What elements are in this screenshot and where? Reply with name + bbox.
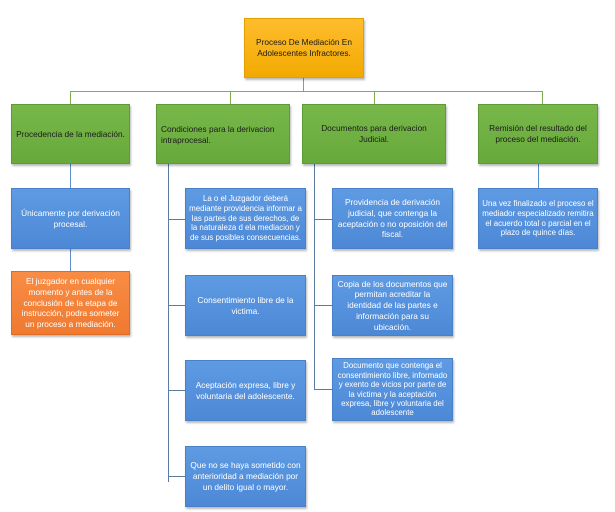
item-providencia-derivacion: Providencia de derivación judicial, que … [332,188,453,249]
item-providencia-informar: La o el Juzgador deberá mediante provide… [185,188,306,249]
item-documento-consentimiento-text: Documento que contenga el consentimiento… [337,361,448,418]
connector-col2-item1 [168,219,185,220]
item-aceptacion-adolescente: Aceptación expresa, libre y voluntaria d… [185,360,306,421]
item-juzgador-instruccion-text: El juzgador en cualquier momento y antes… [21,276,120,330]
header-documentos-label: Documentos para derivacion Judicial. [321,123,427,144]
root-node: Proceso De Mediación En Adolescentes Inf… [244,18,364,78]
connector-col2-item2 [168,305,185,306]
connector-col2-spine [168,164,169,482]
connector-header-1 [70,91,71,104]
connector-col3-spine [314,164,315,390]
item-copia-documentos-text: Copia de los documentos que permitan acr… [337,278,448,332]
connector-col1-a [70,164,71,188]
item-providencia-informar-text: La o el Juzgador deberá mediante provide… [189,194,302,242]
header-documentos: Documentos para derivacion Judicial. [302,104,446,164]
item-derivacion-procesal-text: Únicamente por derivación procesal. [21,207,120,229]
header-procedencia: Procedencia de la mediación. [11,104,130,164]
item-consentimiento-victima: Consentimiento libre de la victima. [185,275,306,336]
header-condiciones-label: Condiciones para la derivacion intraproc… [161,124,275,145]
header-remision-label: Remisión del resultado del proceso del m… [489,123,587,144]
connector-col1-b [70,249,71,271]
connector-col2-item3 [168,390,185,391]
connector-header-3 [374,91,375,104]
root-node-label: Proceso De Mediación En Adolescentes Inf… [256,37,352,58]
item-aceptacion-adolescente-text: Aceptación expresa, libre y voluntaria d… [195,379,296,401]
connector-root-bar [70,91,543,92]
connector-col2-item4 [168,476,185,477]
header-procedencia-label: Procedencia de la mediación. [16,128,125,139]
item-documento-consentimiento: Documento que contenga el consentimiento… [332,358,453,421]
connector-col4-a [538,164,539,188]
item-copia-documentos: Copia de los documentos que permitan acr… [332,275,453,336]
connector-col3-item2 [314,305,332,306]
header-condiciones: Condiciones para la derivacion intraproc… [156,104,290,164]
connector-header-4 [542,91,543,104]
item-juzgador-instruccion: El juzgador en cualquier momento y antes… [11,271,130,335]
connector-root-stem [303,78,304,92]
item-derivacion-procesal: Únicamente por derivación procesal. [11,188,130,249]
item-remision-acuerdo-text: Una vez finalizado el proceso el mediado… [482,198,594,238]
item-no-sometido-text: Que no se haya sometido con anterioridad… [190,460,301,492]
item-no-sometido: Que no se haya sometido con anterioridad… [185,446,306,507]
connector-col3-item1 [314,219,332,220]
item-consentimiento-victima-text: Consentimiento libre de la victima. [197,294,294,316]
connector-col3-item3 [314,389,332,390]
item-providencia-derivacion-text: Providencia de derivación judicial, que … [337,196,448,240]
header-remision: Remisión del resultado del proceso del m… [478,104,598,164]
item-remision-acuerdo: Una vez finalizado el proceso el mediado… [478,188,598,249]
connector-header-2 [230,91,231,104]
